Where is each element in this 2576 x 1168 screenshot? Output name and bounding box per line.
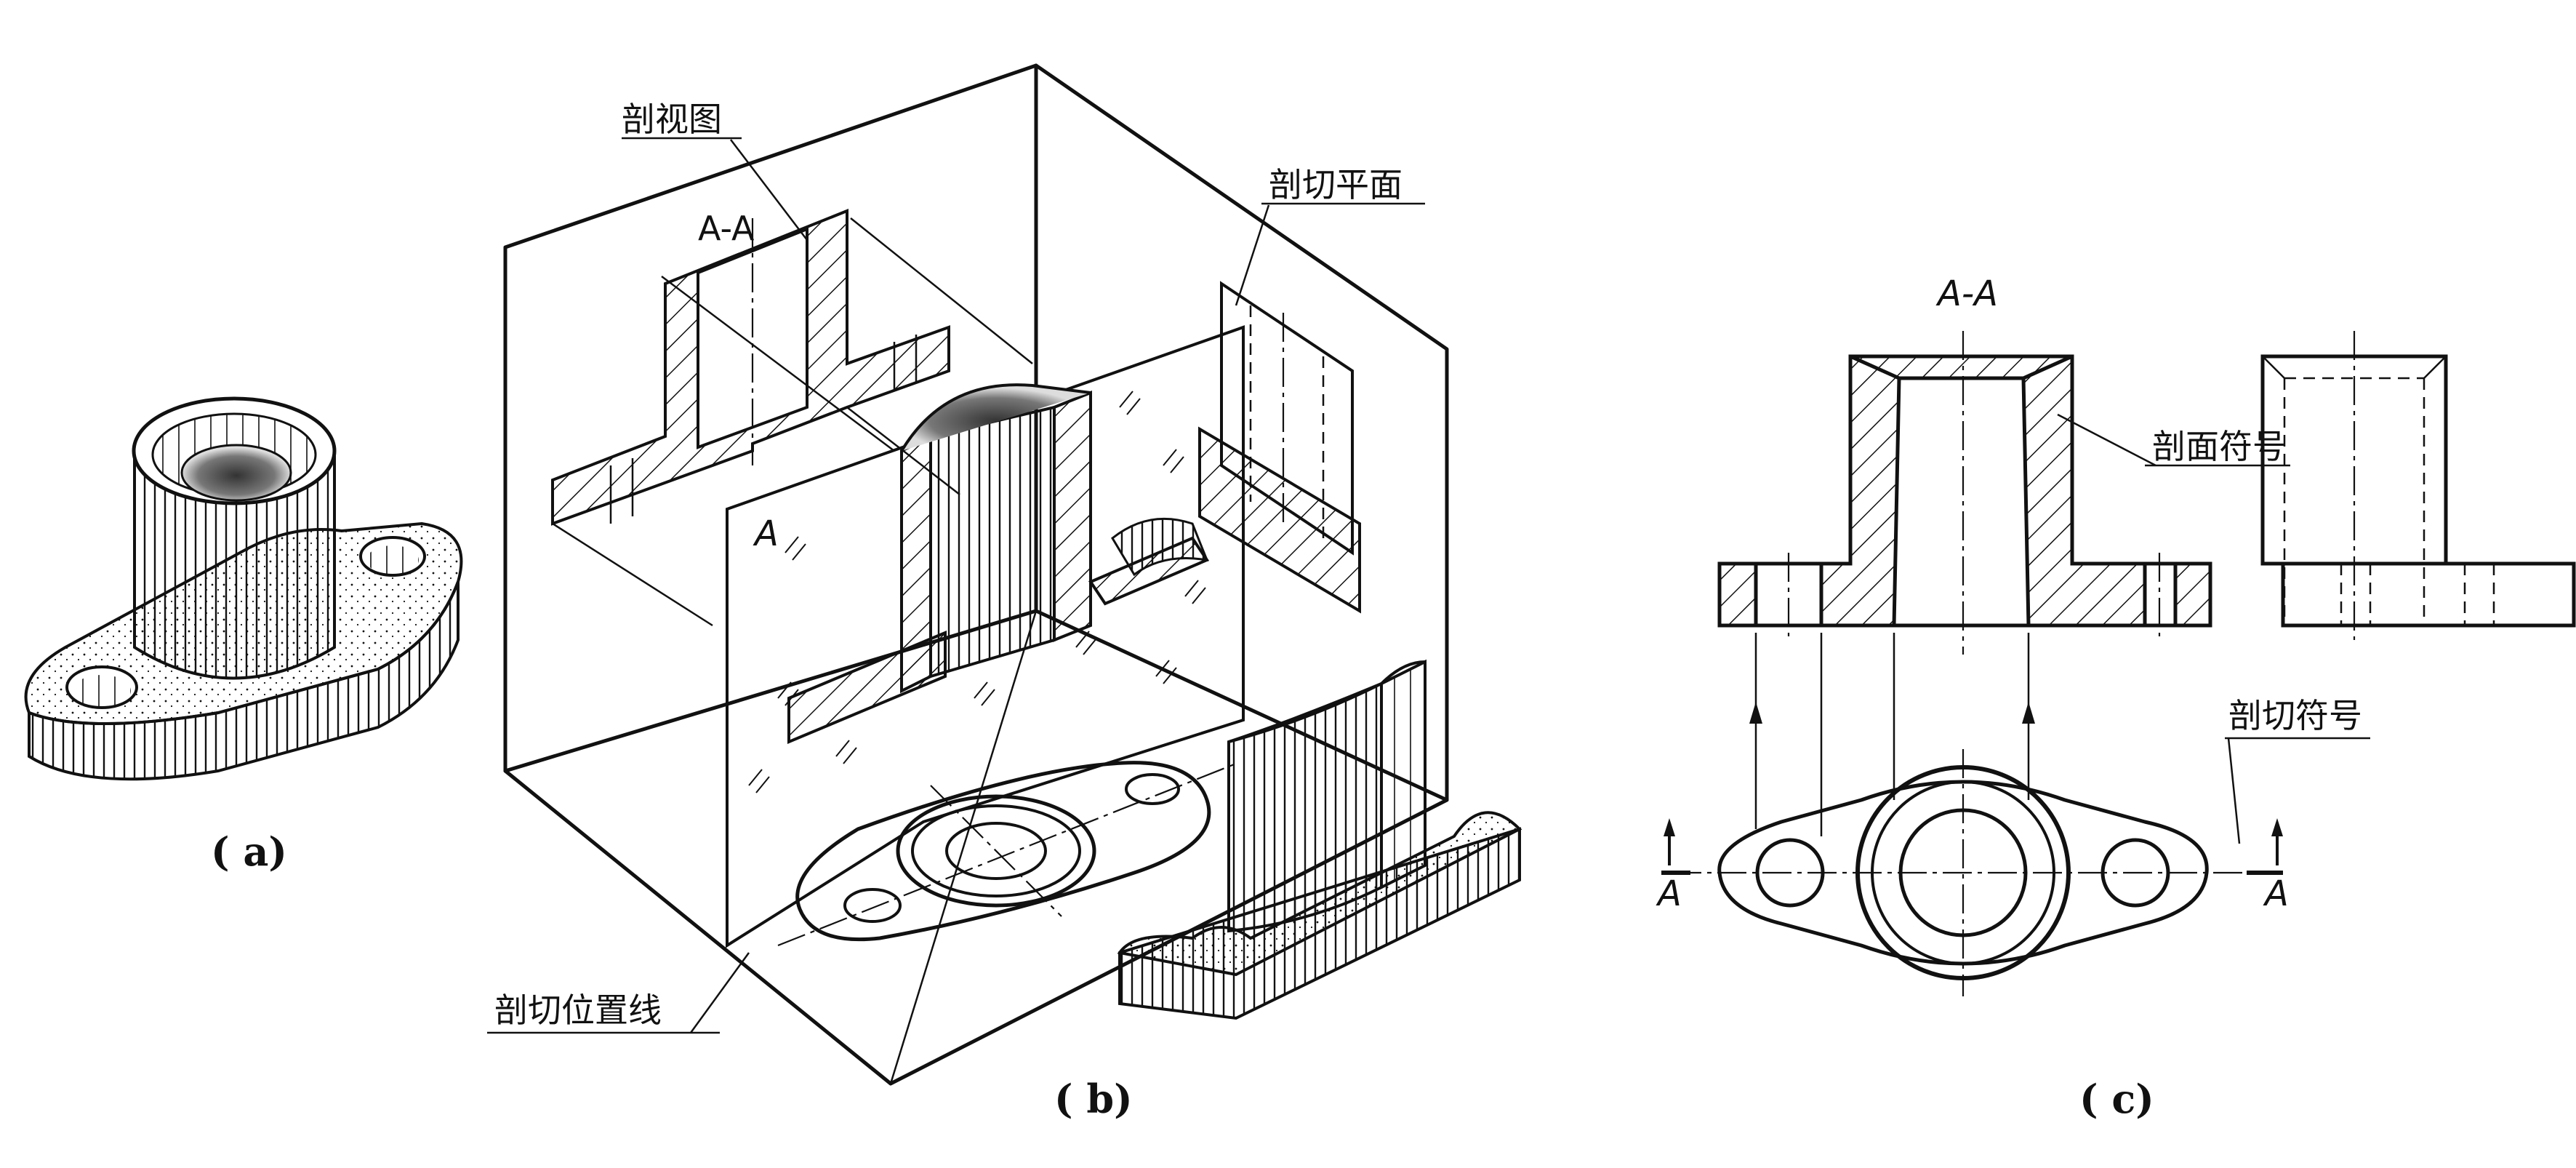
caption-c: ( c) — [2079, 1076, 2154, 1122]
arrow-letter-right: A — [2263, 873, 2289, 914]
caption-b: ( b) — [1054, 1076, 1133, 1122]
sectioned-half-part — [787, 383, 1209, 745]
plane-letter-a: A — [753, 513, 779, 554]
figure-b-section-pictorial — [503, 63, 1522, 1086]
front-section-view — [1717, 331, 2212, 655]
label-cutting-position-line: 剖切位置线 — [494, 991, 662, 1030]
view-name-b: A-A — [698, 209, 755, 248]
front-half-part — [1117, 659, 1522, 1020]
caption-a: ( a) — [211, 828, 287, 875]
figure-a-isometric-part — [24, 396, 463, 781]
label-section-view: 剖视图 — [622, 100, 722, 139]
label-section-symbol: 剖面符号 — [2152, 427, 2286, 466]
label-cutting-plane: 剖切平面 — [1269, 165, 1403, 204]
glass-marks — [748, 391, 1206, 793]
view-name-c: A-A — [1935, 273, 1998, 314]
cutting-plane-profile — [1198, 281, 1361, 614]
projected-section-view — [551, 209, 950, 526]
arrow-letter-left: A — [1656, 873, 1682, 914]
label-cutting-symbol: 剖切符号 — [2228, 696, 2362, 735]
figure-c-orthographic — [1661, 331, 2576, 996]
top-view — [1661, 633, 2283, 996]
leader-lines — [487, 137, 2370, 1034]
side-view — [2260, 331, 2576, 640]
floor-base-outline — [777, 761, 1237, 947]
